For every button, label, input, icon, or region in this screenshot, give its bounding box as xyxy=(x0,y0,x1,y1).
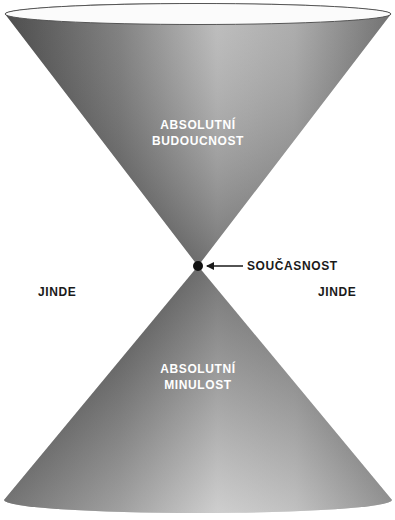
region-label: ABSOLUTNÍ MINULOST xyxy=(142,362,254,393)
present-label: SOUČASNOST xyxy=(247,259,338,273)
leader-arrow xyxy=(207,265,243,267)
absolute-future-cone: ABSOLUTNÍ BUDOUCNOST xyxy=(3,2,393,268)
absolute-past-cone: ABSOLUTNÍ MINULOST xyxy=(3,264,393,516)
elsewhere-label: JINDE xyxy=(318,285,356,299)
elsewhere-label: JINDE xyxy=(38,285,76,299)
region-label: ABSOLUTNÍ BUDOUCNOST xyxy=(142,118,254,149)
